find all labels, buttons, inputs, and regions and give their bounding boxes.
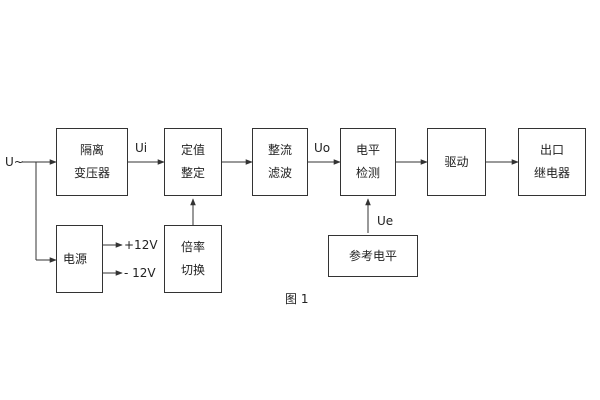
block-text-line: 隔离 — [79, 143, 104, 157]
block-text-line: 出口 — [539, 143, 564, 157]
block-text-line: 变压器 — [73, 166, 110, 180]
block-text-line: 继电器 — [533, 166, 570, 180]
isolation-transformer-block: 隔离 变压器 — [56, 128, 128, 196]
block-text-line: 电源 — [63, 251, 88, 266]
ui-signal-label: Ui — [135, 141, 148, 155]
block-text-line: 切换 — [180, 263, 205, 277]
block-text-line: 电平 — [355, 143, 380, 157]
uo-signal-label: Uo — [314, 141, 331, 155]
pos12v-label: +12V — [124, 238, 158, 252]
block-text-line: 倍率 — [180, 240, 205, 254]
power-supply-block: 电源 — [56, 225, 103, 293]
block-text-line: 检测 — [355, 166, 380, 180]
ue-signal-label: Ue — [377, 214, 394, 228]
input-signal-label: U~ — [5, 155, 24, 169]
block-text-line: 参考电平 — [348, 248, 397, 263]
reference-level-block: 参考电平 — [328, 235, 418, 277]
rectifier-filter-block: 整流 滤波 — [252, 128, 308, 196]
driver-block: 驱动 — [427, 128, 486, 196]
ratio-switch-block: 倍率 切换 — [164, 225, 222, 293]
output-relay-block: 出口 继电器 — [518, 128, 586, 196]
block-text-line: 滤波 — [267, 166, 292, 180]
level-detect-block: 电平 检测 — [340, 128, 396, 196]
block-text-line: 整流 — [267, 143, 292, 157]
neg12v-label: - 12V — [124, 266, 156, 280]
block-text-line: 驱动 — [444, 154, 469, 169]
block-text-line: 定值 — [180, 143, 205, 157]
block-text-line: 整定 — [180, 166, 205, 180]
figure-caption: 图 1 — [285, 292, 309, 306]
setpoint-shaping-block: 定值 整定 — [164, 128, 222, 196]
